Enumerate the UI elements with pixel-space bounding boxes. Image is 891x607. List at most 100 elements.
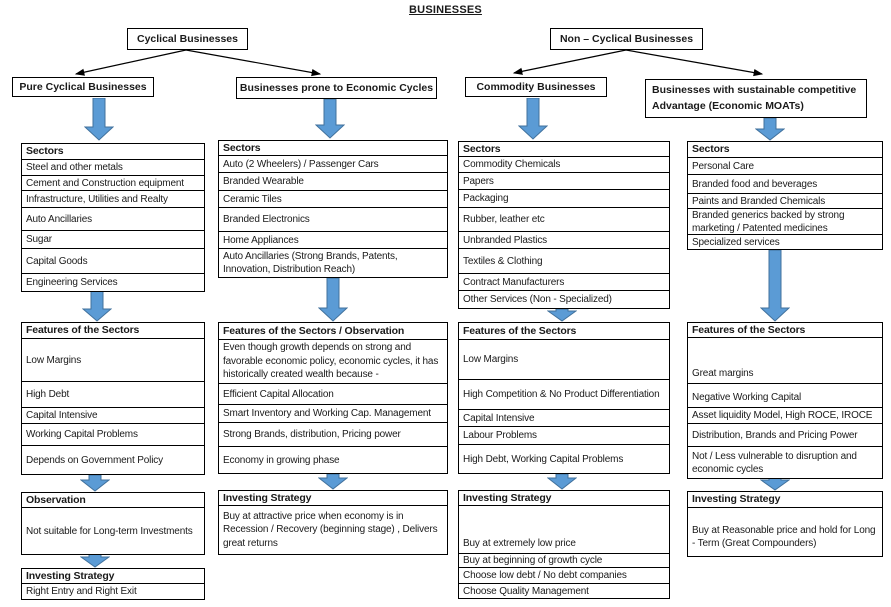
strategy-table-moats: Investing Strategy Buy at Reasonable pri… [687,491,883,557]
table-row: Sugar [22,230,204,248]
table-row: Engineering Services [22,273,204,291]
table-row: Asset liquidity Model, High ROCE, IROCE [688,407,882,423]
features-table-moats: Features of the Sectors Great margins Ne… [687,322,883,479]
table-row: Choose Quality Management [459,583,669,598]
node-label: Pure Cyclical Businesses [19,81,147,93]
table-row: Strong Brands, distribution, Pricing pow… [219,422,447,446]
sectors-table-prone-cycles: Sectors Auto (2 Wheelers) / Passenger Ca… [218,140,448,278]
table-row: Working Capital Problems [22,423,204,445]
table-row: Commodity Chemicals [459,156,669,172]
strategy-table-commodity: Investing Strategy Buy at extremely low … [458,490,670,599]
table-row: Not suitable for Long-term Investments [22,507,204,554]
table-row: Auto (2 Wheelers) / Passenger Cars [219,155,447,172]
table-row: Branded food and beverages [688,174,882,193]
table-row: Specialized services [688,234,882,249]
table-row: Depends on Government Policy [22,445,204,474]
down-arrow-icon [755,118,785,141]
down-arrow-icon [318,474,348,490]
table-row: Buy at extremely low price [459,505,669,553]
table-row: Cement and Construction equipment [22,175,204,190]
table-row: Negative Working Capital [688,383,882,407]
node-non-cyclical-businesses: Non – Cyclical Businesses [550,28,703,50]
down-arrow-icon [547,474,577,490]
sectors-table-pure-cyclical: Sectors Steel and other metals Cement an… [21,143,205,292]
strategy-table-prone-cycles: Investing Strategy Buy at attractive pri… [218,490,448,555]
down-arrow-icon [318,278,348,322]
table-row: Capital Goods [22,248,204,273]
node-label: Businesses with sustainable competitive … [652,84,857,112]
down-arrow-icon [82,291,112,322]
page-title: BUSINESSES [409,4,482,16]
connector-line [74,49,187,76]
connector-line [185,49,322,77]
table-row: Buy at attractive price when economy is … [219,505,447,554]
connector-line [625,49,764,77]
table-row: Distribution, Brands and Pricing Power [688,423,882,446]
table-row: Unbranded Plastics [459,231,669,248]
node-economic-moats: Businesses with sustainable competitive … [645,79,867,118]
table-row: Home Appliances [219,231,447,248]
down-arrow-icon [84,98,114,141]
table-row: Low Margins [459,339,669,379]
features-table-pure-cyclical: Features of the Sectors Low Margins High… [21,322,205,475]
down-arrow-icon [547,309,577,322]
table-row: Even though growth depends on strong and… [219,339,447,383]
table-header: Sectors [692,143,730,155]
node-commodity-businesses: Commodity Businesses [465,77,607,97]
table-row: Not / Less vulnerable to disruption and … [688,446,882,478]
table-header: Investing Strategy [26,569,115,582]
node-pure-cyclical-businesses: Pure Cyclical Businesses [12,77,154,97]
table-row: Contract Manufacturers [459,273,669,290]
table-row: Great margins [688,337,882,383]
down-arrow-icon [80,554,110,568]
node-label: Non – Cyclical Businesses [559,33,694,45]
table-row: Steel and other metals [22,159,204,175]
table-header: Investing Strategy [692,493,781,505]
down-arrow-icon [518,98,548,140]
table-row: Smart Inventory and Working Cap. Managem… [219,404,447,422]
down-arrow-icon [760,250,790,322]
table-row: High Debt, Working Capital Problems [459,444,669,473]
table-row: Choose low debt / No debt companies [459,567,669,583]
table-header: Features of the Sectors [26,324,140,336]
table-header: Features of the Sectors / Observation [223,324,405,337]
sectors-table-commodity: Sectors Commodity Chemicals Papers Packa… [458,141,670,309]
table-header: Features of the Sectors [463,324,577,337]
table-row: Infrastructure, Utilities and Realty [22,190,204,207]
table-row: Buy at Reasonable price and hold for Lon… [688,507,882,556]
table-header: Features of the Sectors [692,323,806,336]
table-row: Textiles & Clothing [459,248,669,273]
table-row: Buy at beginning of growth cycle [459,553,669,567]
table-row: Paints and Branded Chemicals [688,193,882,208]
table-header: Sectors [26,145,64,157]
table-row: Labour Problems [459,426,669,444]
table-row: Capital Intensive [459,409,669,426]
table-row: Ceramic Tiles [219,190,447,207]
node-cyclical-businesses: Cyclical Businesses [127,28,248,50]
sectors-table-moats: Sectors Personal Care Branded food and b… [687,141,883,250]
table-row: High Competition & No Product Differenti… [459,379,669,409]
table-header: Investing Strategy [223,491,312,504]
table-row: Branded generics backed by strong market… [688,208,882,234]
table-row: Branded Wearable [219,172,447,190]
down-arrow-icon [315,99,345,139]
node-label: Businesses prone to Economic Cycles [239,82,434,94]
table-header: Observation [26,493,86,506]
table-header: Sectors [223,141,261,154]
table-row: Auto Ancillaries (Strong Brands, Patents… [219,248,447,277]
table-row: Branded Electronics [219,207,447,231]
table-header: Investing Strategy [463,491,552,504]
features-table-commodity: Features of the Sectors Low Margins High… [458,322,670,474]
features-table-prone-cycles: Features of the Sectors / Observation Ev… [218,322,448,474]
table-row: Right Entry and Right Exit [22,583,204,599]
table-row: Capital Intensive [22,407,204,423]
table-row: Auto Ancillaries [22,207,204,230]
table-row: Efficient Capital Allocation [219,383,447,404]
table-row: Other Services (Non - Specialized) [459,290,669,308]
node-label: Commodity Businesses [476,81,596,93]
table-row: Low Margins [22,338,204,381]
table-row: Packaging [459,189,669,207]
observation-table-pure-cyclical: Observation Not suitable for Long-term I… [21,492,205,555]
table-row: Rubber, leather etc [459,207,669,231]
